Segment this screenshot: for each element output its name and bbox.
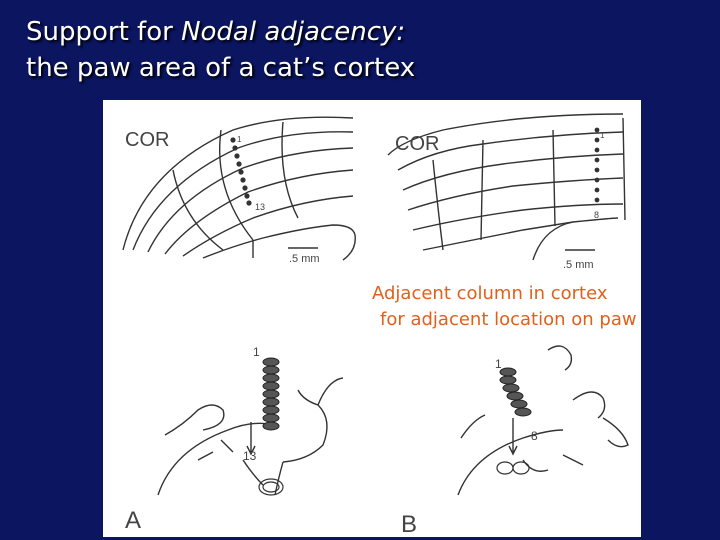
right-scale-label: .5 mm (563, 259, 594, 271)
right-cor-label: COR (395, 133, 439, 155)
title-emphasis: Nodal adjacency: (181, 17, 406, 47)
right-electrode-track (594, 127, 600, 203)
right-track-start: 1 (600, 131, 605, 140)
right-receptive-fields (499, 367, 532, 417)
panel-letter-a: A (125, 507, 141, 534)
left-cor-label: COR (125, 129, 169, 151)
left-arrow (246, 422, 256, 456)
right-paw-start: 1 (495, 357, 502, 371)
figure-caption: Adjacent column in cortex for adjacent l… (372, 281, 637, 333)
left-track-start: 1 (237, 135, 242, 144)
right-paw-outline (457, 345, 629, 496)
title-line-2: the paw area of a cat’s cortex (26, 53, 416, 83)
left-receptive-fields (262, 357, 280, 431)
cortex-diagram: COR COR 1 13 1 8 .5 mm .5 mm 1 13 1 8 A … (122, 113, 629, 537)
left-paw-outline (157, 377, 344, 496)
right-track-end: 8 (594, 210, 599, 220)
panel-letter-b: B (401, 511, 417, 537)
right-arrow (508, 418, 518, 456)
left-track-end: 13 (255, 202, 265, 212)
caption-line-1: Adjacent column in cortex (372, 283, 608, 304)
left-paw-start: 1 (253, 345, 260, 359)
right-cortex-section (387, 113, 626, 261)
left-electrode-track (230, 137, 252, 206)
left-scale-label: .5 mm (289, 253, 320, 265)
left-paw-end: 13 (243, 449, 257, 463)
right-paw-spot (496, 461, 530, 475)
slide-title: Support for Nodal adjacency: the paw are… (26, 14, 415, 86)
caption-line-2: for adjacent location on paw (380, 309, 637, 330)
title-prefix: Support for (26, 17, 182, 47)
cortex-figure: COR COR 1 13 1 8 .5 mm .5 mm 1 13 1 8 A … (103, 100, 641, 537)
left-cortex-section (122, 116, 356, 261)
right-paw-end: 8 (531, 429, 538, 443)
title-line-1: Support for Nodal adjacency: (26, 14, 415, 50)
left-paw-spot (258, 478, 284, 496)
